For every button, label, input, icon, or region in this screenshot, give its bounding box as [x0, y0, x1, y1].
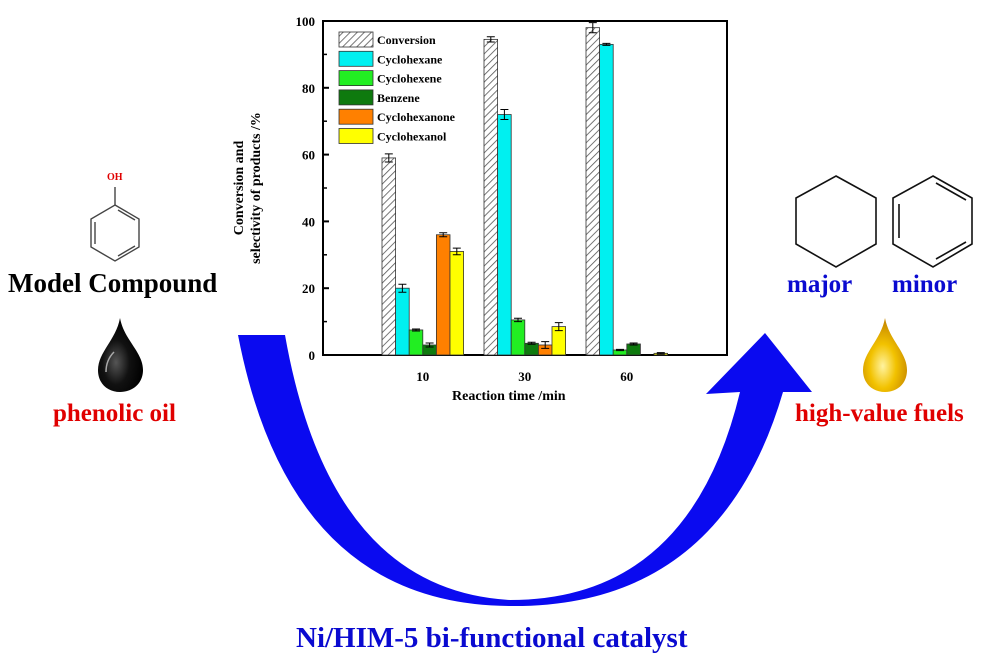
- legend-swatch-cyclohexanone: [338, 108, 374, 125]
- bar-cyclohexene-10: [408, 329, 424, 356]
- cyclohexane-structure-icon: [795, 175, 877, 268]
- bar-conversion-10: [381, 157, 397, 356]
- high-value-fuels-label: high-value fuels: [795, 400, 964, 427]
- major-label: major: [787, 271, 853, 298]
- bar-cyclohexane-60: [599, 43, 614, 356]
- bar-cyclohexane-10: [395, 287, 410, 356]
- oil-drop-icon: [98, 318, 143, 392]
- error-bar: [412, 328, 420, 332]
- bar-benzene-60: [626, 343, 641, 356]
- bar-cyclohexene-30: [510, 319, 526, 356]
- y-tick-label: 0: [309, 348, 316, 363]
- error-bar: [514, 317, 522, 323]
- error-bar: [602, 42, 611, 46]
- error-bar: [656, 352, 665, 355]
- x-tick-label: 30: [518, 369, 531, 384]
- legend-label: Benzene: [377, 91, 420, 105]
- process-arrow: [238, 333, 812, 607]
- y-tick-label: 20: [302, 281, 315, 296]
- error-bar: [588, 22, 597, 34]
- benzene-structure-icon: [892, 175, 973, 268]
- catalyst-caption: Ni/HIM-5 bi-functional catalyst: [296, 622, 688, 654]
- x-tick-label: 10: [416, 369, 429, 384]
- bar-cyclohexanone-10: [435, 234, 451, 356]
- y-axis-label-line2: selectivity of products /%: [249, 112, 264, 264]
- model-compound-title: Model Compound: [8, 268, 218, 298]
- error-bar: [527, 341, 536, 345]
- legend-label: Conversion: [377, 33, 436, 47]
- legend-swatch-conversion: [338, 31, 374, 48]
- legend-label: Cyclohexene: [377, 72, 442, 86]
- fuel-drop-icon: [863, 318, 907, 392]
- bar-conversion-60: [585, 27, 601, 356]
- y-tick-label: 80: [302, 81, 315, 96]
- legend-label: Cyclohexanone: [377, 110, 456, 124]
- x-tick-label: 60: [620, 369, 633, 384]
- error-bar: [541, 341, 550, 349]
- legend-swatch-cyclohexanol: [338, 128, 374, 144]
- error-bar: [554, 322, 563, 332]
- hydroxyl-label: OH: [107, 172, 123, 183]
- y-axis-label-line1: Conversion and: [232, 140, 247, 236]
- error-bar: [500, 109, 509, 121]
- error-bar: [629, 342, 638, 346]
- legend-label: Cyclohexanol: [377, 130, 447, 144]
- phenolic-oil-label: phenolic oil: [53, 400, 176, 427]
- x-axis-label: Reaction time /min: [452, 389, 566, 404]
- bar-cyclohexane-30: [497, 114, 512, 356]
- bar-cyclohexanol-10: [449, 251, 465, 356]
- legend-swatch-cyclohexane: [338, 50, 374, 67]
- y-tick-label: 100: [296, 14, 316, 29]
- error-bar: [398, 283, 407, 293]
- error-bar: [425, 342, 434, 348]
- error-bar: [452, 247, 461, 256]
- error-bar: [384, 153, 393, 163]
- y-tick-label: 60: [302, 148, 315, 163]
- error-bar: [439, 232, 448, 238]
- legend-label: Cyclohexane: [377, 52, 443, 66]
- minor-label: minor: [892, 271, 958, 298]
- y-tick-label: 40: [302, 214, 315, 229]
- legend-swatch-cyclohexene: [338, 70, 374, 86]
- phenol-structure-icon: [90, 187, 140, 262]
- bar-conversion-30: [483, 38, 499, 356]
- error-bar: [616, 348, 624, 352]
- legend-swatch-benzene: [338, 89, 374, 106]
- bar-benzene-30: [524, 342, 539, 356]
- bar-chart: 0 20 40 60 80 100 ConversionCyclohexaneCycloh…: [296, 14, 728, 384]
- error-bar: [486, 36, 495, 43]
